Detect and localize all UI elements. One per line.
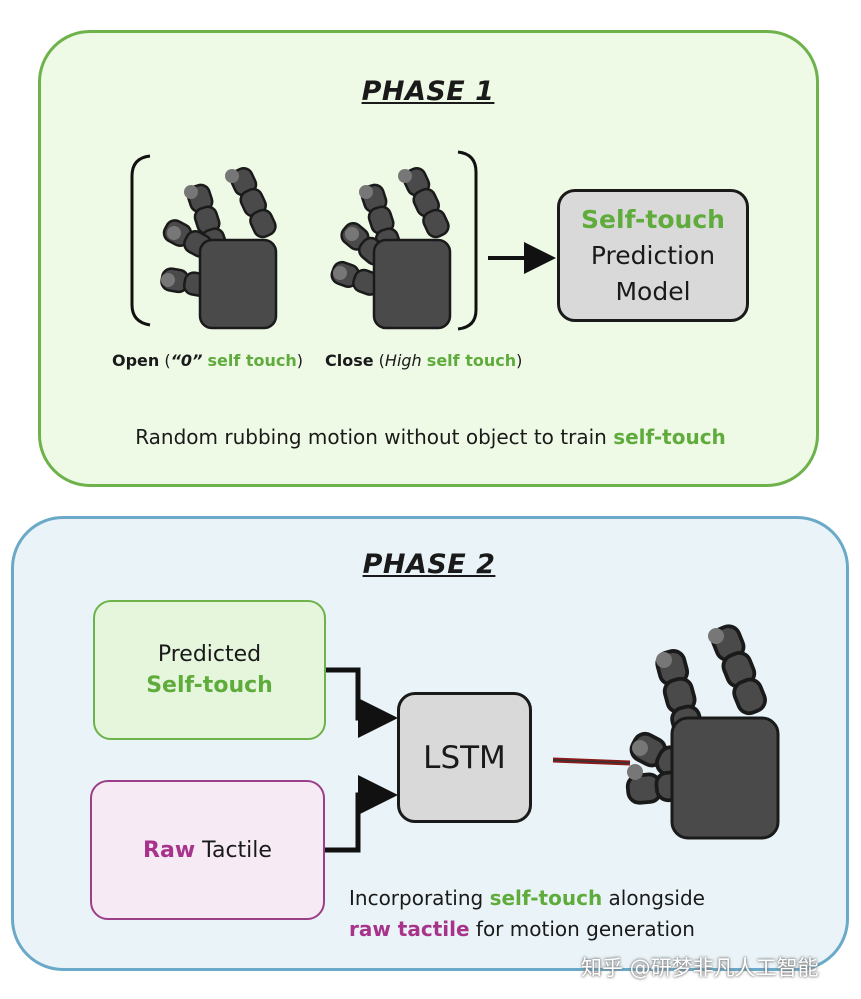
open-hand-icon	[158, 164, 280, 330]
predicted-line1: Predicted	[157, 642, 262, 667]
phase2-caption-part2: alongside	[602, 886, 705, 910]
close-label: Close (High self touch)	[325, 351, 522, 370]
lstm-label: LSTM	[423, 739, 506, 776]
open-paren: (	[159, 351, 171, 370]
raw-word: Raw	[143, 837, 196, 863]
open-quote: “0”	[170, 351, 203, 370]
phase1-title: PHASE 1	[361, 76, 495, 107]
open-label: Open (“0” self touch)	[112, 351, 303, 370]
predicted-to-lstm-arrow	[326, 667, 398, 738]
watermark: 知乎 @研梦非凡人工智能	[581, 956, 819, 980]
open-self-touch: self touch	[207, 351, 297, 370]
close-paren-close: )	[516, 351, 523, 370]
phase1-caption: Random rubbing motion without object to …	[0, 425, 861, 449]
left-bracket	[130, 154, 151, 327]
phase1-caption-green: self-touch	[613, 425, 726, 449]
tactile-word: Tactile	[195, 837, 272, 863]
phase2-caption-part3: for motion generation	[469, 917, 695, 941]
open-hand-tips-icon	[161, 169, 239, 287]
open-word: Open	[112, 351, 160, 370]
raw-tactile-box: Raw Tactile	[90, 780, 325, 920]
raw-to-lstm-arrow	[325, 775, 398, 853]
model-box-line1: Self-touch	[581, 204, 725, 234]
self-touch-prediction-model-box: Self-touch Prediction Model	[557, 189, 749, 322]
phase2-caption-purple: raw tactile	[349, 917, 470, 941]
grasping-hand-tips-icon	[627, 628, 724, 780]
right-bracket	[457, 150, 478, 331]
model-box-line3: Model	[615, 276, 691, 306]
close-hand-tips-icon	[333, 169, 412, 280]
rod-outline	[552, 759, 631, 764]
phase2-title: PHASE 2	[362, 549, 496, 580]
open-paren-close: )	[296, 351, 304, 370]
model-box-line2: Prediction	[590, 240, 716, 270]
phase2-caption-green: self-touch	[489, 886, 603, 910]
phase2-caption-part1: Incorporating	[349, 886, 490, 910]
lstm-box: LSTM	[397, 692, 532, 823]
predicted-line2: Self-touch	[146, 673, 273, 698]
close-high: High	[384, 351, 422, 370]
close-self-touch: self touch	[426, 351, 517, 370]
close-hand-icon	[327, 164, 453, 330]
phase2-caption: Incorporating self-touch alongside raw t…	[349, 883, 705, 945]
grasping-hand-icon	[624, 620, 780, 840]
phase1-caption-text: Random rubbing motion without object to …	[135, 425, 614, 449]
predicted-self-touch-box: Predicted Self-touch	[93, 600, 326, 740]
close-word: Close	[325, 351, 374, 370]
close-paren: (	[373, 351, 385, 370]
